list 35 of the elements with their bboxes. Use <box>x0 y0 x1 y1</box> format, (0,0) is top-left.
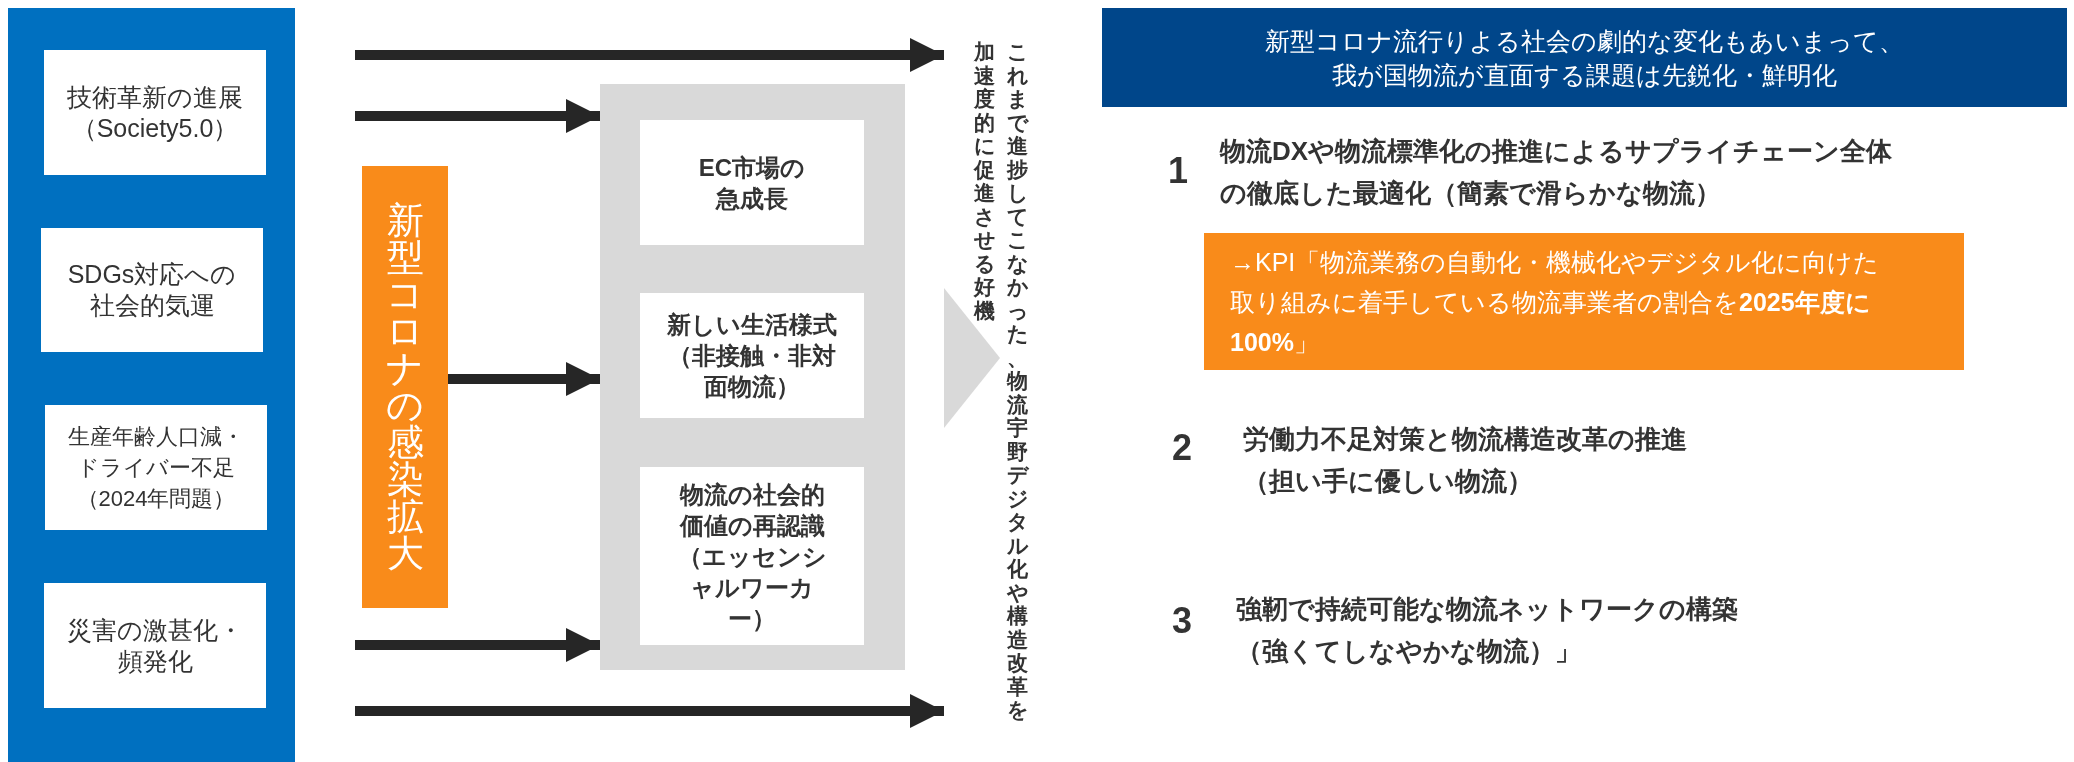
box-label: 災害の激甚化・頻発化 <box>66 614 244 677</box>
change-box <box>640 293 864 418</box>
box-label: 新型コロナの感染拡大 <box>385 202 425 572</box>
factor-box <box>44 583 266 708</box>
box-label: EC市場の急成長 <box>697 152 807 214</box>
box-label: SDGs対応への社会的気運 <box>66 259 238 321</box>
arrow <box>448 362 600 396</box>
box-label: 物流の社会的価値の再認識（エッセンシャルワーカー） <box>677 479 827 634</box>
item-number: 1 <box>1167 150 1189 192</box>
item-text: 労働力不足対策と物流構造改革の推進（担い手に優しい物流） <box>1243 423 1688 498</box>
arrow <box>355 694 944 728</box>
box-label: 新しい生活様式（非接触・非対面物流） <box>667 310 837 402</box>
change-box <box>640 120 864 245</box>
corona-box <box>362 166 448 608</box>
box-label: 技術革新の進展（Society5.0） <box>66 81 244 144</box>
header-text: 新型コロナ流行りよる社会の劇的な変化もあいまって、我が国物流が直面する課題は先鋭化・鮮明化 <box>1264 25 1905 91</box>
item-number: 2 <box>1171 427 1193 469</box>
item-text: 物流DXや物流標準化の推進によるサプライチェーン全体の徹底した最適化（簡素で滑らかな物流） <box>1220 135 1894 210</box>
change-box <box>640 467 864 645</box>
header-box <box>1102 8 2067 107</box>
factor-box <box>41 228 263 352</box>
side-panel <box>8 8 295 762</box>
item-number: 3 <box>1171 600 1193 642</box>
factor-box <box>44 50 266 175</box>
box-label: 生産年齢人口減・ドライバー不足（2024年問題） <box>67 423 245 513</box>
factor-box <box>45 405 267 530</box>
item-text: 強靭で持続可能な物流ネットワークの構築（強くてしなやかな物流）」 <box>1236 593 1739 668</box>
arrow <box>355 38 944 72</box>
kpi-text: →KPI「物流業務の自動化・機械化やデジタル化に向けた取り組みに着手している物流事業者の割合を2025年度に100%」 <box>1230 246 1881 358</box>
arrow <box>355 99 600 133</box>
change-panel <box>600 84 905 670</box>
vertical-caption: これまで進捗してこなかった、物流宇野デジタル化や構造改革を加速度的に促進させる好機 <box>972 40 1030 722</box>
chevron-arrow <box>944 288 1000 428</box>
kpi-box <box>1204 233 1964 370</box>
arrow <box>355 628 600 662</box>
